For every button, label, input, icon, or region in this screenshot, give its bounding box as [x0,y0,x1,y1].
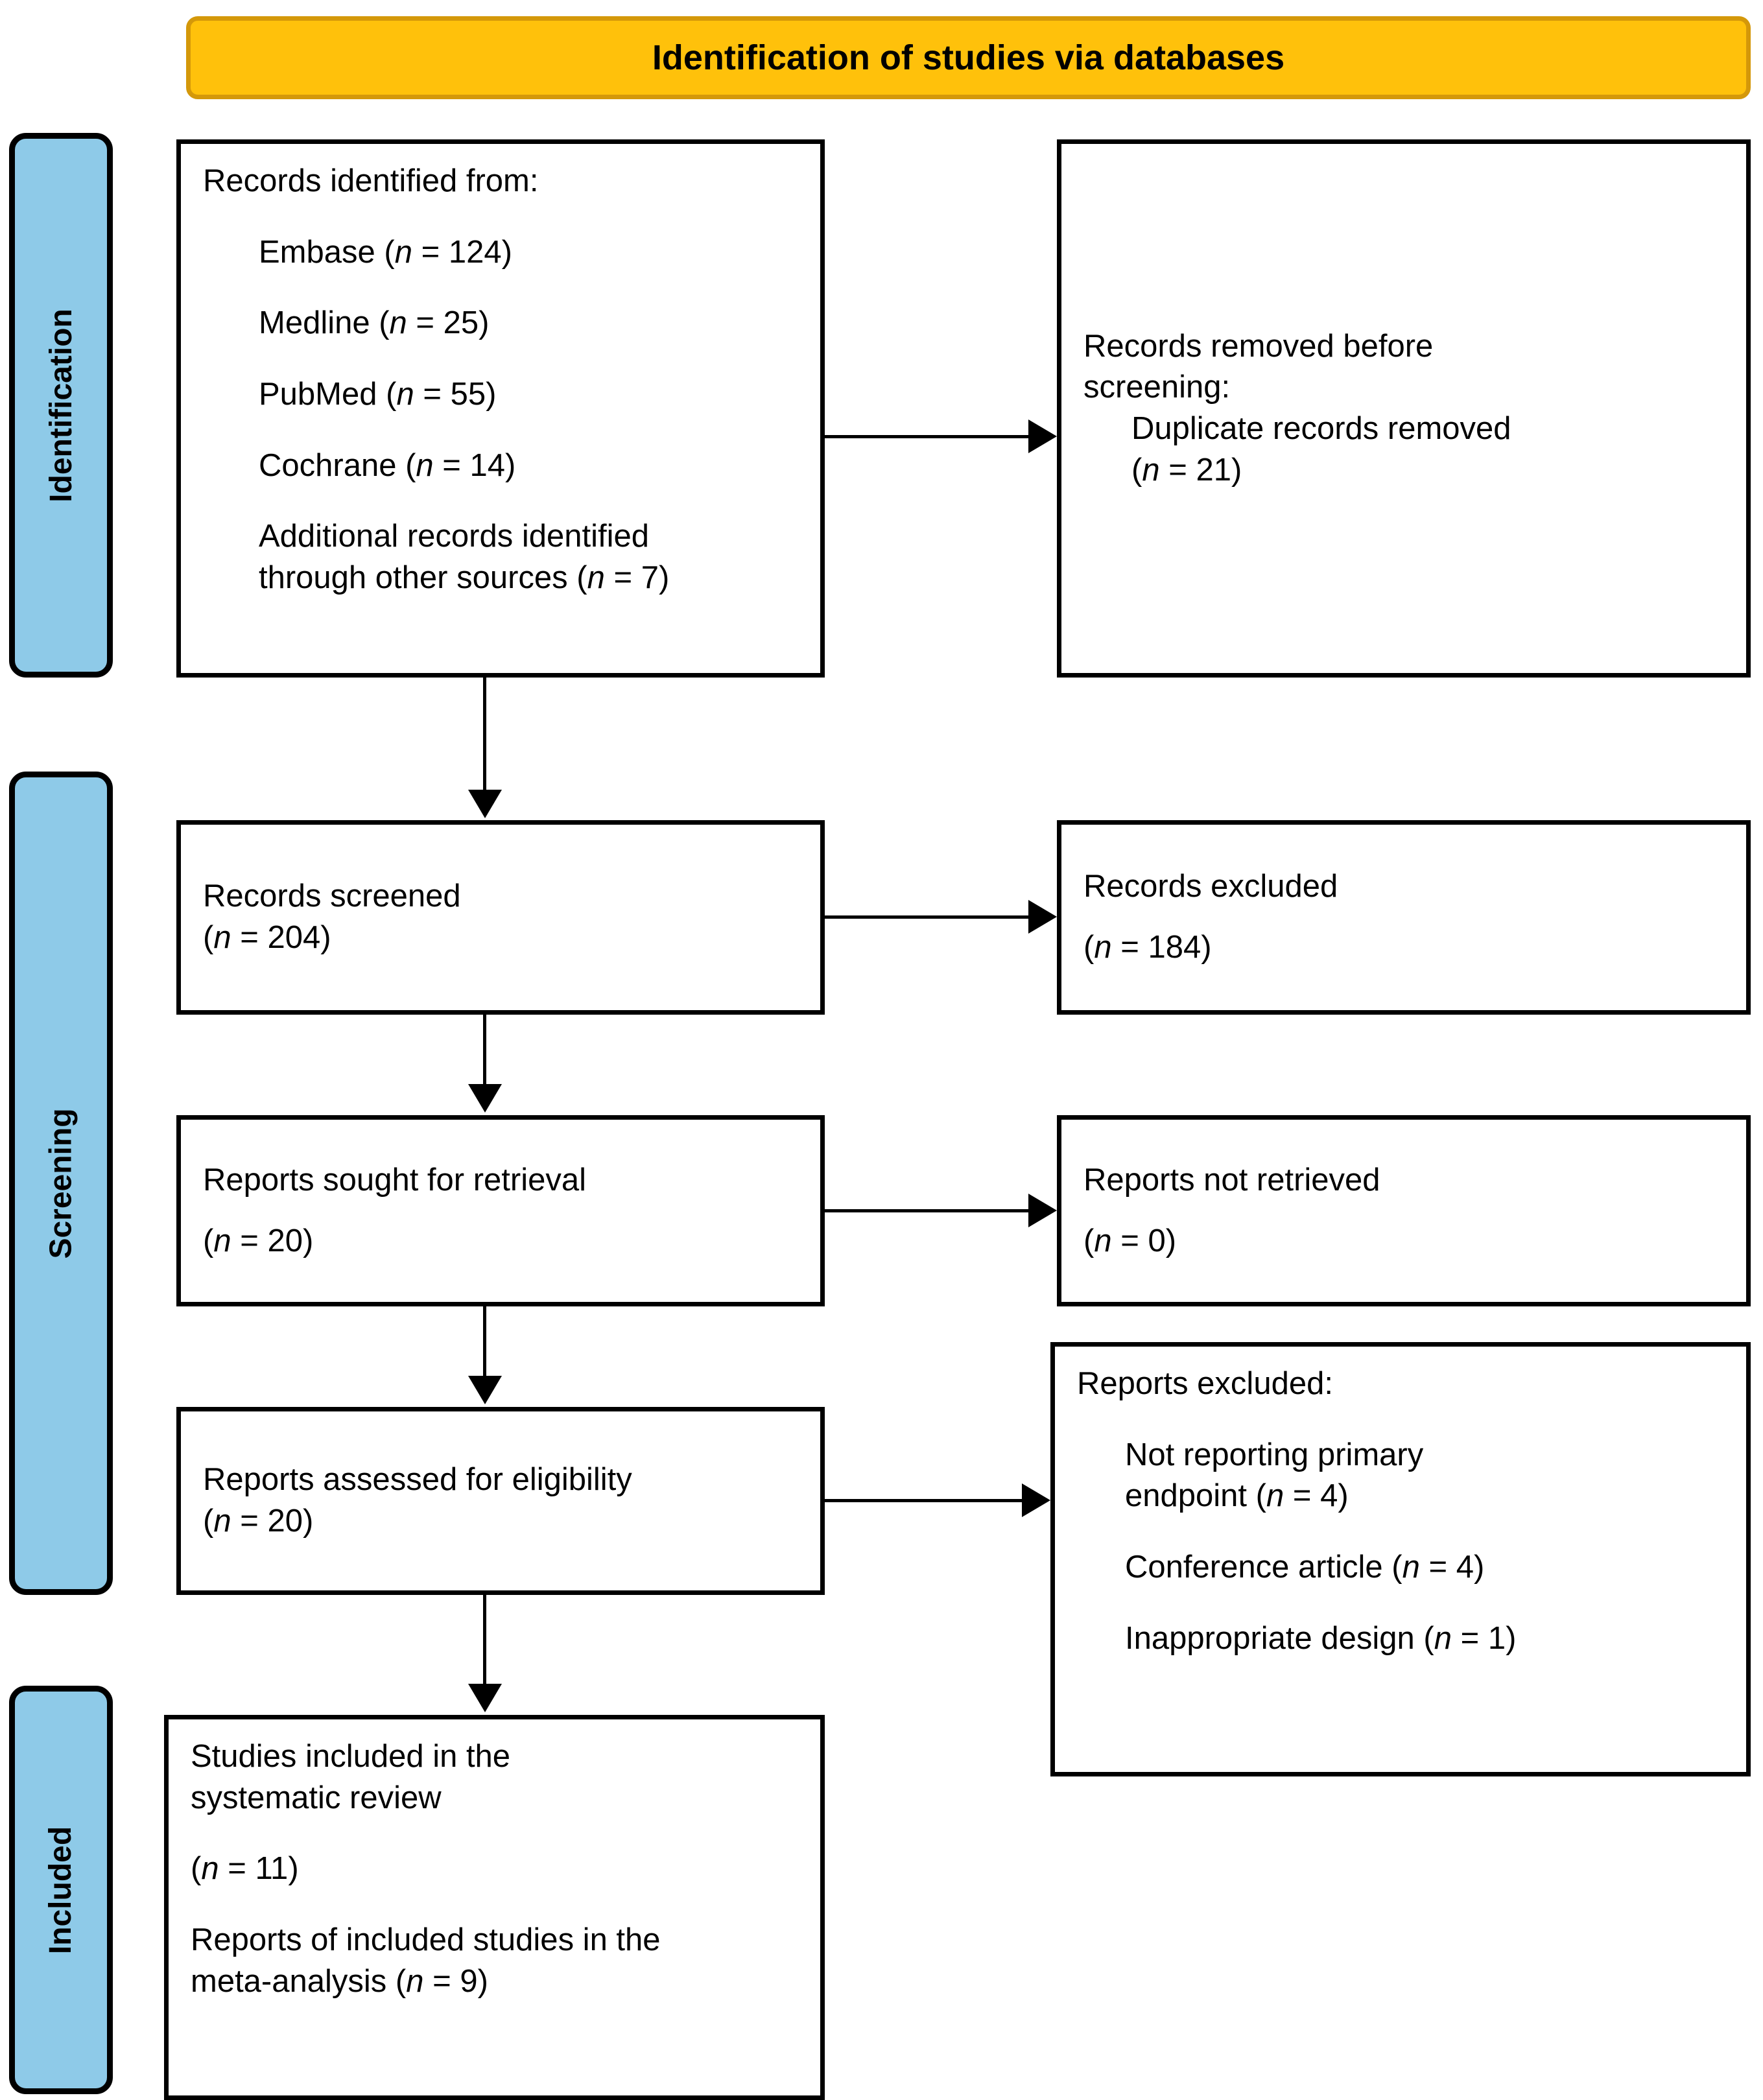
box-records-removed: Records removed before screening: Duplic… [1057,139,1751,678]
reason-inappropriate-design: Inappropriate design (n = 1) [1125,1620,1517,1656]
arrowhead-sought-to-assessed [468,1376,502,1404]
box-studies-included: Studies included in the systematic revie… [164,1715,825,2100]
records-screened-count: (n = 204) [203,920,331,955]
stage-identification-text: Identification [43,308,78,502]
records-identified-heading: Records identified from: [203,163,539,198]
records-excluded-count: (n = 184) [1083,930,1212,965]
connector-sought-to-not-retrieved [825,1209,1032,1212]
reports-not-retrieved-title: Reports not retrieved [1083,1162,1380,1197]
reason-not-primary-endpoint-line2: endpoint (n = 4) [1125,1478,1349,1514]
records-removed-line1: Records removed before [1083,328,1434,364]
box-reports-excluded: Reports excluded: Not reporting primary … [1050,1342,1751,1776]
arrowhead-assessed-to-reports-excluded [1022,1483,1050,1517]
reason-conference-article: Conference article (n = 4) [1125,1550,1485,1585]
box-records-excluded: Records excluded (n = 184) [1057,820,1751,1015]
arrowhead-assessed-to-included [468,1684,502,1712]
stage-screening-text: Screening [43,1107,78,1259]
box-records-screened: Records screened (n = 204) [176,820,825,1015]
connector-sought-to-assessed [483,1306,486,1379]
reports-assessed-count: (n = 20) [203,1504,314,1539]
connector-assessed-to-included [483,1595,486,1686]
arrowhead-screened-to-sought [468,1084,502,1113]
arrowhead-sought-to-not-retrieved [1028,1194,1057,1227]
diagram-title: Identification of studies via databases [652,38,1285,77]
box-reports-sought: Reports sought for retrieval (n = 20) [176,1115,825,1306]
records-screened-title: Records screened [203,879,461,914]
duplicate-records-count: (n = 21) [1131,452,1242,488]
arrowhead-identified-to-removed [1028,419,1057,453]
records-excluded-title: Records excluded [1083,869,1338,904]
connector-assessed-to-reports-excluded [825,1499,1026,1502]
studies-included-line1: Studies included in the [191,1739,511,1774]
studies-included-line2: systematic review [191,1780,442,1815]
diagram-header-banner: Identification of studies via databases [186,16,1751,99]
reports-assessed-title: Reports assessed for eligibility [203,1462,632,1498]
source-medline: Medline (n = 25) [259,305,490,341]
stage-label-included: Included [9,1686,113,2094]
box-records-identified: Records identified from: Embase (n = 124… [176,139,825,678]
connector-identified-to-removed [825,435,1032,438]
box-reports-not-retrieved: Reports not retrieved (n = 0) [1057,1115,1751,1306]
connector-identified-to-screened [483,678,486,793]
stage-included-text: Included [43,1826,78,1954]
reports-not-retrieved-count: (n = 0) [1083,1223,1177,1258]
source-pubmed: PubMed (n = 55) [259,377,497,412]
stage-label-screening: Screening [9,772,113,1595]
source-additional-line2: through other sources (n = 7) [259,560,670,596]
source-embase: Embase (n = 124) [259,234,512,270]
source-additional-line1: Additional records identified [259,519,649,554]
studies-included-count: (n = 11) [191,1851,299,1887]
box-reports-assessed: Reports assessed for eligibility (n = 20… [176,1407,825,1595]
records-removed-line2: screening: [1083,370,1231,405]
reports-sought-title: Reports sought for retrieval [203,1162,586,1197]
reports-meta-analysis-line1: Reports of included studies in the [191,1922,661,1958]
duplicate-records-removed: Duplicate records removed [1131,411,1511,446]
connector-screened-to-sought [483,1015,486,1087]
arrowhead-identified-to-screened [468,790,502,818]
source-cochrane: Cochrane (n = 14) [259,447,516,483]
stage-label-identification: Identification [9,133,113,678]
reason-not-primary-endpoint-line1: Not reporting primary [1125,1437,1424,1472]
reports-excluded-heading: Reports excluded: [1077,1366,1333,1401]
reports-sought-count: (n = 20) [203,1223,314,1258]
arrowhead-screened-to-excluded [1028,900,1057,934]
connector-screened-to-excluded [825,915,1032,919]
reports-meta-analysis-line2: meta-analysis (n = 9) [191,1963,488,1999]
